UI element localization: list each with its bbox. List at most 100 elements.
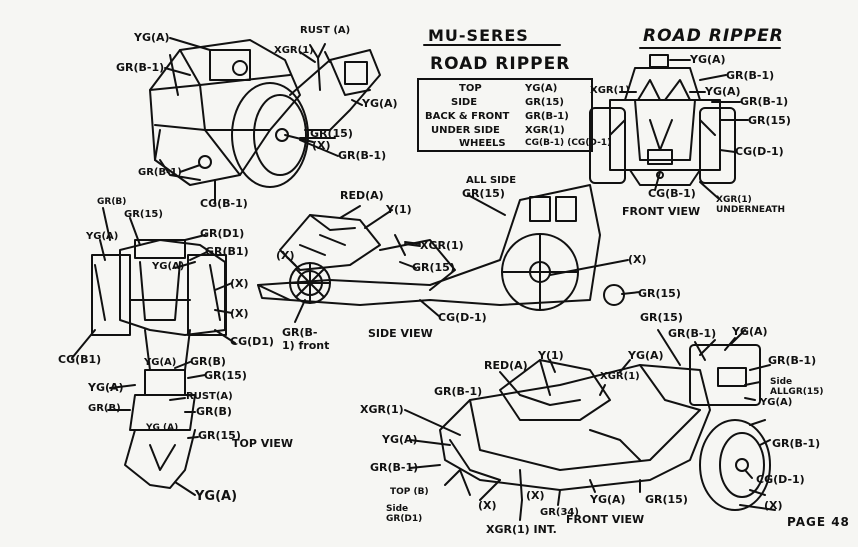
callout: GR(15) — [310, 127, 353, 140]
callout: GR(15) — [638, 287, 681, 300]
callout: GR(B-1) — [668, 327, 717, 340]
legend-color-wheels: CG(B-1) (CG(D-1) — [525, 138, 612, 148]
callout: CG(D1) — [230, 335, 274, 348]
callout: YG(A) — [152, 261, 185, 272]
callout: ALL SIDE — [466, 175, 517, 186]
callout: (X) — [230, 307, 249, 320]
callout: (X) — [526, 489, 545, 502]
callout: XGR(1) — [600, 371, 640, 382]
callout: RUST (A) — [300, 25, 351, 36]
callout: GR(B-1) — [370, 461, 419, 474]
callout: XGR(1) — [360, 403, 404, 416]
callout: GR(15) — [198, 429, 241, 442]
callout: YG(A) — [86, 231, 119, 242]
callout: GR(B-1) — [338, 149, 387, 162]
legend-color-back-front: GR(B-1) — [525, 111, 569, 122]
callout: XGR(1) UNDERNEATH — [716, 195, 786, 215]
callout: YG(A) — [732, 325, 768, 338]
callout: GR(B1) — [205, 245, 249, 258]
callout: YG(A) — [88, 381, 124, 394]
callout: GR(B) — [97, 197, 127, 207]
legend-part-under-side: UNDER SIDE — [431, 125, 500, 136]
callout: RED(A) — [340, 189, 384, 202]
callout: (X) — [276, 249, 295, 262]
callout: YG(A) — [382, 433, 418, 446]
callout: GR(B) — [196, 405, 232, 418]
callout: XGR(1) — [420, 239, 464, 252]
legend-title: ROAD RIPPER — [430, 54, 571, 74]
callout: GR(34) — [540, 507, 579, 518]
callout: YG(A) — [760, 397, 793, 408]
callout: GR(B) — [190, 355, 226, 368]
bottom-front-view-label: FRONT VIEW — [566, 513, 645, 526]
callout: CG(B1) — [58, 353, 102, 366]
callout: CG(D-1) — [756, 473, 805, 486]
callout: (X) — [764, 499, 783, 512]
callout: YG (A) — [146, 423, 179, 433]
callout: YG(A) — [134, 31, 170, 44]
callout: (X) — [478, 499, 497, 512]
callout: GR(15) — [204, 369, 247, 382]
callout: CG(D-1) — [735, 145, 784, 158]
callout: GR(B-1) — [116, 61, 165, 74]
callout: Side ALLGR(15) — [770, 377, 824, 397]
vehicle-title: ROAD RIPPER — [643, 26, 784, 46]
legend-part-top: TOP — [459, 83, 482, 94]
legend-color-top: YG(A) — [525, 83, 558, 94]
front-three-quarter-view-drawing — [439, 329, 771, 511]
callout: Y(1) — [386, 203, 412, 216]
series-title: MU-SERES — [428, 26, 529, 45]
callout: GR(B-1) — [726, 69, 775, 82]
callout: Side GR(D1) — [386, 504, 423, 524]
callout: GR(15) — [462, 187, 505, 200]
callout: XGR(1) — [274, 45, 314, 56]
callout: CG(B-1) — [648, 187, 696, 200]
page-label: PAGE 48 — [787, 515, 850, 529]
callout: YG(A) — [705, 85, 741, 98]
callout: GR(B-1) — [740, 95, 789, 108]
legend-part-back-front: BACK & FRONT — [425, 111, 510, 122]
callout: GR(15) — [640, 311, 683, 324]
callout: GR(D1) — [200, 227, 245, 240]
callout: GR(15) — [412, 261, 455, 274]
callout: TOP (B) — [390, 487, 429, 497]
top-view-drawing — [91, 239, 227, 489]
callout: GR(B-1) front — [282, 326, 330, 353]
callout: (X) — [230, 277, 249, 290]
side-view-label: SIDE VIEW — [368, 327, 433, 340]
callout: GR(B-1) — [768, 354, 817, 367]
legend-color-under-side: XGR(1) — [525, 125, 565, 136]
callout: XGR(1) — [590, 85, 630, 96]
callout: (X) — [312, 139, 331, 152]
front-view-label: FRONT VIEW — [622, 205, 701, 218]
callout: GR(B-1) — [772, 437, 821, 450]
legend-color-side: GR(15) — [525, 97, 564, 108]
callout: Y(1) — [538, 349, 564, 362]
callout: GR(B-1) — [434, 385, 483, 398]
callout: GR(15) — [748, 114, 791, 127]
callout: CG(B-1) — [200, 197, 248, 210]
callout: GR(B-1) — [138, 167, 182, 178]
callout: GR(15) — [124, 209, 163, 220]
callout: YG(A) — [690, 53, 726, 66]
callout: YG(A) — [362, 97, 398, 110]
callout: YG(A) — [195, 489, 238, 504]
legend-part-wheels: WHEELS — [459, 138, 506, 149]
callout: GR(15) — [645, 493, 688, 506]
callout: XGR(1) INT. — [486, 523, 557, 536]
callout: GR(B) — [88, 403, 121, 414]
front-view-drawing — [589, 54, 736, 186]
legend-box: TOP YG(A) SIDE GR(15) BACK & FRONT GR(B-… — [417, 78, 611, 152]
side-view-drawing — [257, 184, 625, 311]
callout: YG(A) — [144, 357, 177, 368]
callout: YG(A) — [628, 349, 664, 362]
callout: RED(A) — [484, 359, 528, 372]
callout: RUST(A) — [186, 391, 233, 402]
callout: YG(A) — [590, 493, 626, 506]
legend-part-side: SIDE — [451, 97, 478, 108]
isometric-view-drawing — [149, 39, 381, 188]
top-view-label: TOP VIEW — [232, 437, 293, 450]
callout: CG(D-1) — [438, 311, 487, 324]
